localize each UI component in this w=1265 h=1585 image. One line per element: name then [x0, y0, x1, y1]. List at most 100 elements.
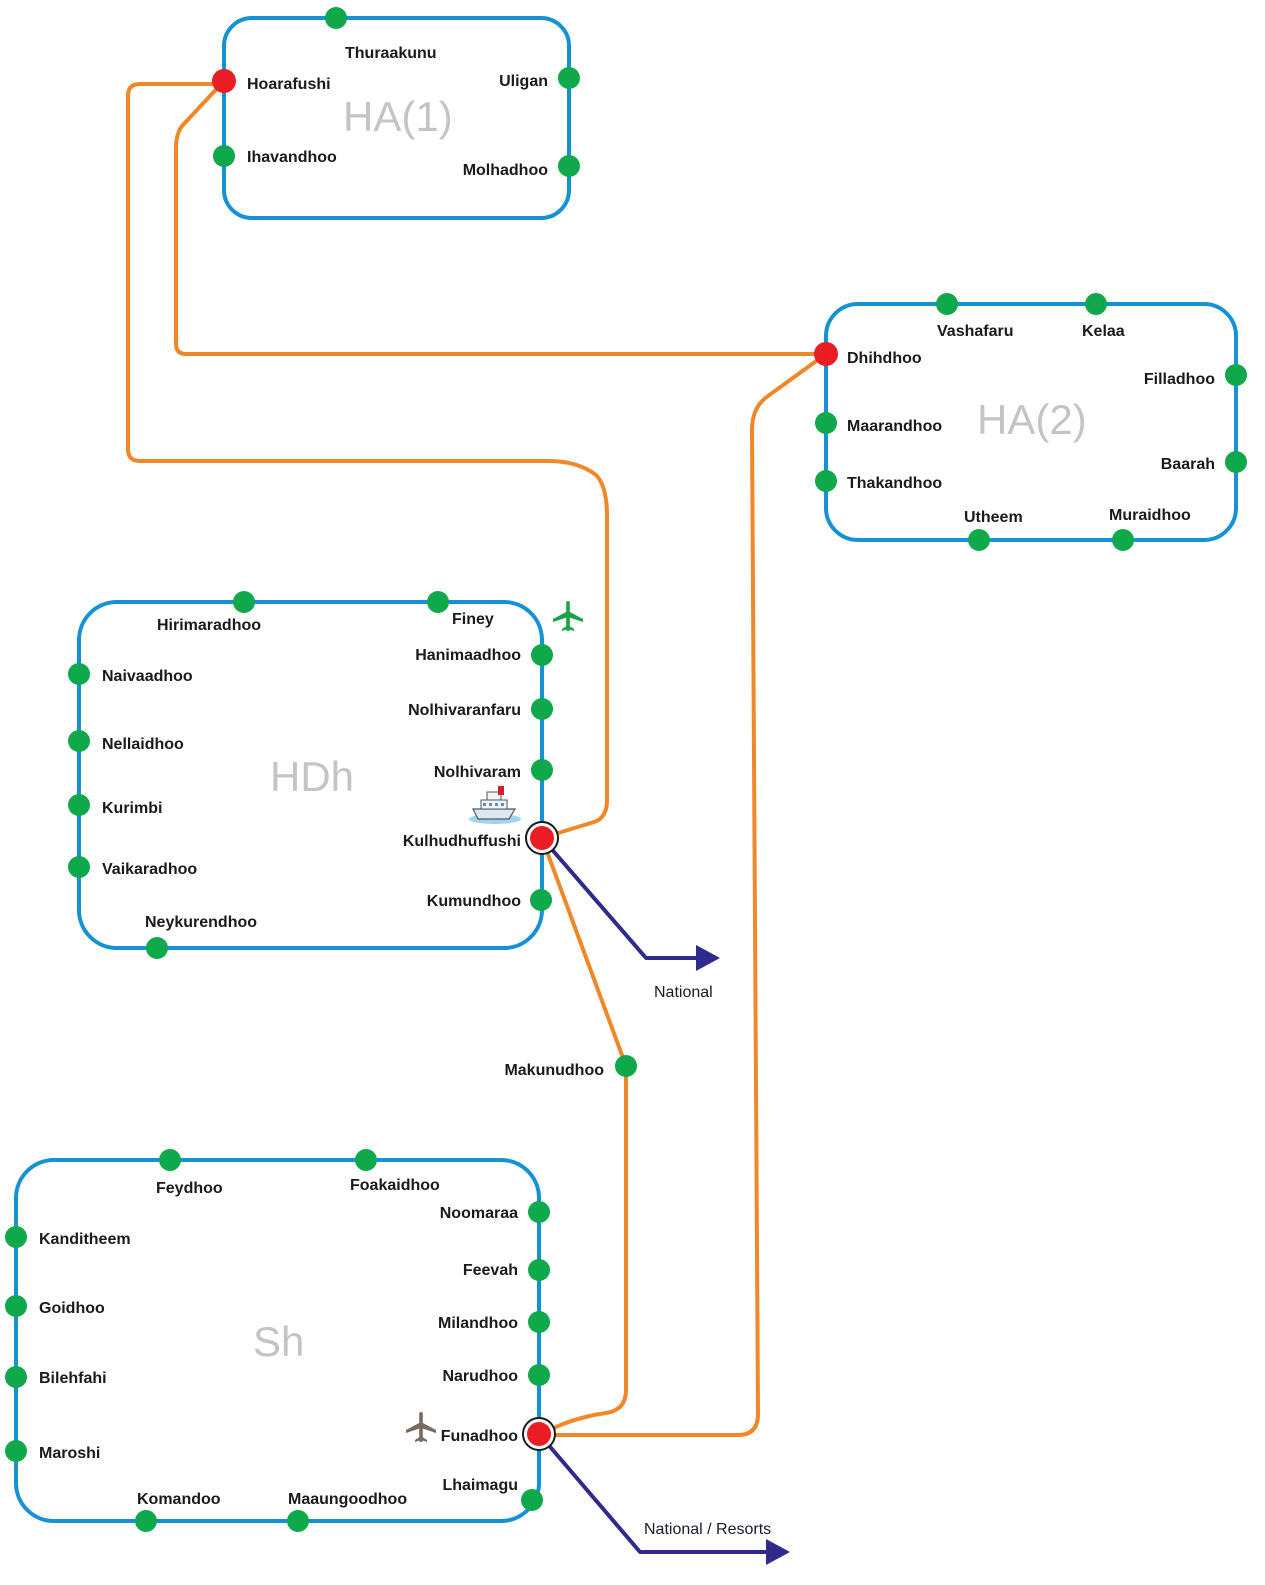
station-label-finey: Finey: [452, 611, 494, 628]
station-label-milandhoo: Milandhoo: [438, 1315, 518, 1332]
hub-dot-dhihdhoo: [814, 342, 838, 366]
stations-ha2: Vashafaru Kelaa Dhihdhoo Filladhoo Maara…: [814, 293, 1247, 551]
stations-ha1: Thuraakunu Hoarafushi Uligan Ihavandhoo …: [212, 7, 580, 179]
station-label-utheem: Utheem: [964, 509, 1023, 526]
station-label-maarandhoo: Maarandhoo: [847, 418, 942, 435]
station-dot-foakaidhoo: [355, 1149, 377, 1171]
atoll-ring-sh: [14, 1158, 541, 1523]
station-dot-kurimbi: [68, 794, 90, 816]
route-dhihdhoo-funadhoo: [538, 352, 828, 1437]
arrowhead-national-resorts: [766, 1539, 790, 1565]
station-dot-makunudhoo: [615, 1055, 637, 1077]
station-label-kelaa: Kelaa: [1082, 323, 1125, 340]
airplane-icon: [406, 1412, 436, 1442]
station-label-uligan: Uligan: [499, 73, 548, 90]
ferry-routes: [126, 79, 828, 1437]
station-label-narudhoo: Narudhoo: [442, 1368, 518, 1385]
station-label-ihavandhoo: Ihavandhoo: [247, 149, 337, 166]
station-dot-maaungoodhoo: [287, 1510, 309, 1532]
station-label-makunudhoo: Makunudhoo: [504, 1062, 604, 1079]
station-label-maaungoodhoo: Maaungoodhoo: [288, 1491, 407, 1508]
station-dot-kanditheem: [5, 1226, 27, 1248]
station-dot-milandhoo: [528, 1311, 550, 1333]
station-label-thakandhoo: Thakandhoo: [847, 475, 942, 492]
destination-label-national: National: [654, 984, 713, 1001]
station-label-foakaidhoo: Foakaidhoo: [350, 1177, 440, 1194]
station-label-feevah: Feevah: [463, 1262, 518, 1279]
station-label-noomaraa: Noomaraa: [440, 1205, 518, 1222]
station-label-thuraakunu: Thuraakunu: [345, 45, 437, 62]
station-dot-hirimaradhoo: [233, 591, 255, 613]
outbound-line-national-resorts: [538, 1433, 772, 1554]
station-label-kumundhoo: Kumundhoo: [427, 893, 521, 910]
station-dot-kelaa: [1085, 293, 1107, 315]
station-label-hirimaradhoo: Hirimaradhoo: [157, 617, 261, 634]
atoll-name-ha1: HA(1): [343, 93, 453, 140]
hub-dot-funadhoo: [527, 1422, 551, 1446]
stations-sh: Feydhoo Foakaidhoo Noomaraa Kanditheem F…: [5, 1149, 556, 1532]
stations-hdh: Hirimaradhoo Finey Hanimaadhoo Naivaadho…: [68, 591, 559, 959]
airplane-icon: [553, 601, 583, 631]
station-label-feydhoo: Feydhoo: [156, 1180, 223, 1197]
station-label-muraidhoo: Muraidhoo: [1109, 507, 1191, 524]
station-dot-nolhivaranfaru: [531, 698, 553, 720]
station-label-bilehfahi: Bilehfahi: [39, 1370, 107, 1387]
station-dot-noomaraa: [528, 1201, 550, 1223]
outbound-line-national: [540, 836, 702, 960]
station-label-vashafaru: Vashafaru: [937, 323, 1013, 340]
station-label-maroshi: Maroshi: [39, 1445, 100, 1462]
station-dot-uligan: [558, 67, 580, 89]
route-hoarafushi-kulhudhuffushi: [126, 79, 609, 840]
ship-icon: [469, 786, 521, 824]
atoll-name-ha2: HA(2): [977, 396, 1087, 443]
station-label-naivaadhoo: Naivaadhoo: [102, 668, 193, 685]
station-label-lhaimagu: Lhaimagu: [442, 1477, 518, 1494]
station-label-kulhudhuffushi: Kulhudhuffushi: [403, 833, 521, 850]
station-label-kurimbi: Kurimbi: [102, 800, 162, 817]
station-dot-muraidhoo: [1112, 529, 1134, 551]
hub-dot-hoarafushi: [212, 69, 236, 93]
hub-dot-kulhudhuffushi: [530, 826, 554, 850]
station-dot-feydhoo: [159, 1149, 181, 1171]
station-label-vaikaradhoo: Vaikaradhoo: [102, 861, 197, 878]
station-dot-komandoo: [135, 1510, 157, 1532]
station-label-nolhivaranfaru: Nolhivaranfaru: [408, 702, 521, 719]
station-dot-ihavandhoo: [213, 145, 235, 167]
route-kulhudhuffushi-funadhoo: [538, 836, 628, 1437]
station-dot-molhadhoo: [558, 155, 580, 177]
station-label-neykurendhoo: Neykurendhoo: [145, 914, 257, 931]
outbound-routes: [538, 836, 772, 1554]
station-dot-goidhoo: [5, 1295, 27, 1317]
station-dot-vashafaru: [936, 293, 958, 315]
station-dot-baarah: [1225, 451, 1247, 473]
station-label-nolhivaram: Nolhivaram: [434, 764, 521, 781]
station-dot-hanimaadhoo: [531, 644, 553, 666]
station-label-nellaidhoo: Nellaidhoo: [102, 736, 184, 753]
station-dot-maarandhoo: [815, 412, 837, 434]
station-dot-naivaadhoo: [68, 663, 90, 685]
station-label-komandoo: Komandoo: [137, 1491, 221, 1508]
station-label-filladhoo: Filladhoo: [1144, 371, 1215, 388]
station-dot-utheem: [968, 529, 990, 551]
station-dot-finey: [427, 591, 449, 613]
station-dot-nolhivaram: [531, 759, 553, 781]
station-dot-nellaidhoo: [68, 730, 90, 752]
station-label-hoarafushi: Hoarafushi: [247, 76, 331, 93]
atoll-name-sh: Sh: [253, 1318, 304, 1365]
station-dot-neykurendhoo: [146, 937, 168, 959]
destination-label-national-resorts: National / Resorts: [644, 1521, 771, 1538]
station-label-dhihdhoo: Dhihdhoo: [847, 350, 922, 367]
station-label-molhadhoo: Molhadhoo: [463, 162, 549, 179]
station-dot-feevah: [528, 1259, 550, 1281]
station-label-kanditheem: Kanditheem: [39, 1231, 131, 1248]
station-label-funadhoo: Funadhoo: [441, 1428, 519, 1445]
station-dot-filladhoo: [1225, 364, 1247, 386]
route-hoarafushi-dhihdhoo: [174, 79, 828, 356]
arrowhead-national: [696, 945, 720, 971]
station-label-hanimaadhoo: Hanimaadhoo: [415, 647, 521, 664]
station-label-baarah: Baarah: [1161, 456, 1215, 473]
atoll-name-hdh: HDh: [270, 753, 354, 800]
station-dot-thakandhoo: [815, 470, 837, 492]
station-dot-kumundhoo: [530, 889, 552, 911]
